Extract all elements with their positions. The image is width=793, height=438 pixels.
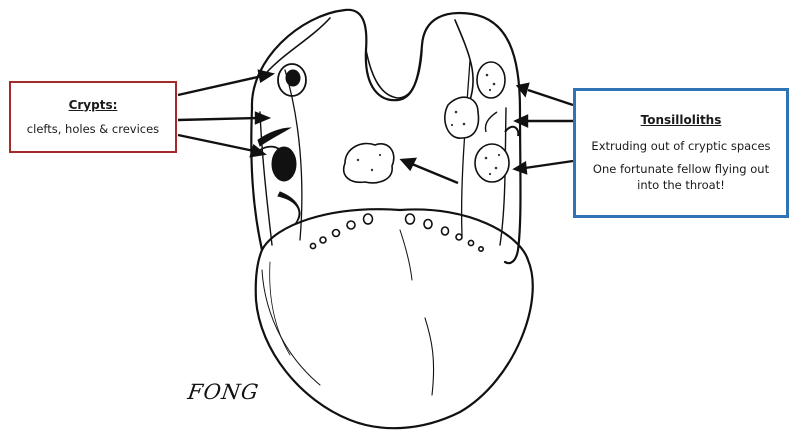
tonsillolith-throat	[344, 144, 394, 183]
tonsillolith-arrow-4	[412, 164, 458, 183]
papilla	[424, 220, 432, 229]
tonsilloliths-callout: Tonsilloliths Extruding out of cryptic s…	[573, 88, 789, 218]
tonsilloliths-line-1: Extruding out of cryptic spaces	[585, 139, 776, 155]
tonsillolith	[477, 62, 505, 98]
crypts-callout: Crypts: clefts, holes & crevices	[9, 81, 177, 153]
papilla	[442, 227, 449, 235]
papilla	[333, 230, 340, 237]
papilla	[406, 214, 415, 224]
tonsillolith-arrow-1	[528, 90, 573, 105]
crypt-arrow-2	[178, 118, 258, 120]
crypts-title: Crypts:	[69, 98, 118, 112]
tonsilloliths-line-2: One fortunate fellow flying out into the…	[576, 162, 786, 193]
artist-signature: FONG	[186, 380, 260, 404]
crypts-description: clefts, holes & crevices	[27, 122, 159, 136]
papilla	[364, 214, 373, 224]
tonsillolith	[475, 144, 509, 182]
papilla	[347, 221, 355, 229]
crypt-hole	[272, 147, 296, 181]
tongue	[256, 209, 533, 428]
papilla	[320, 237, 326, 243]
papilla	[468, 240, 473, 245]
crypt-cleft	[258, 128, 290, 146]
papilla	[310, 243, 315, 248]
crypt-arrow-3	[178, 135, 254, 151]
tonsilloliths-title: Tonsilloliths	[641, 113, 722, 127]
papilla	[479, 247, 483, 251]
tonsillolith-arrow-3	[525, 161, 573, 168]
crypt-cleft	[278, 192, 300, 224]
papilla	[456, 234, 462, 240]
tonsillolith	[445, 97, 479, 138]
crypt-arrow-1	[178, 76, 262, 95]
crypt-hole	[286, 70, 300, 86]
